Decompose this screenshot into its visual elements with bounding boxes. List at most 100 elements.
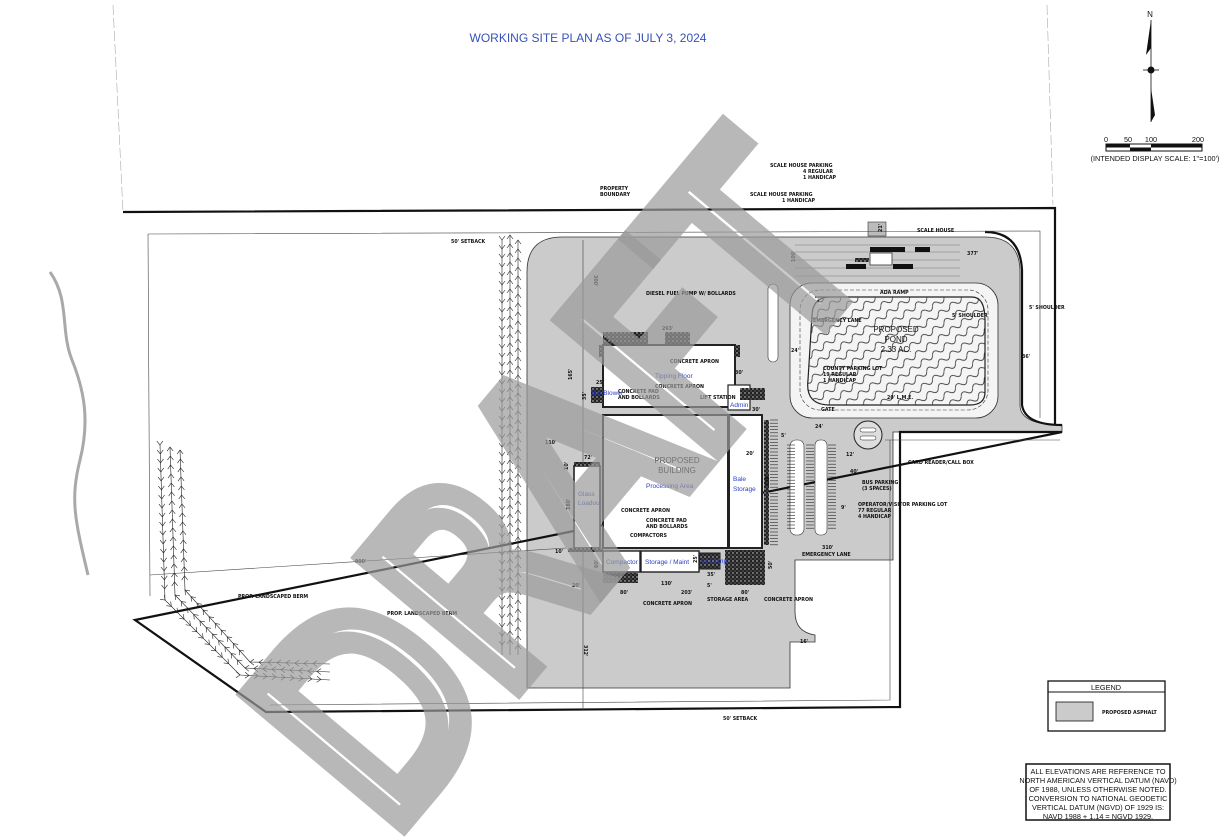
plan-label-d263: 263' xyxy=(662,326,673,332)
berm-chevron xyxy=(514,329,522,335)
plan-label-ada: ADA RAMP xyxy=(880,290,909,296)
berm-chevron xyxy=(498,478,506,484)
berm-chevron xyxy=(169,536,177,542)
berm-chevron xyxy=(156,440,164,446)
berm-chevron xyxy=(157,467,164,473)
scale-caption: (INTENDED DISPLAY SCALE: 1"=100') xyxy=(1091,154,1220,163)
dimension-990 xyxy=(149,547,567,576)
room-label-processing: Processing Area xyxy=(646,483,694,490)
berm-chevron xyxy=(506,639,514,645)
berm-chevron xyxy=(316,676,322,683)
berm-chevron xyxy=(514,563,522,569)
berm-chevron xyxy=(171,572,178,578)
berm-chevron xyxy=(185,620,191,626)
berm-chevron xyxy=(178,494,185,500)
room-label-glass-1: Glass xyxy=(578,491,595,498)
berm-chevron xyxy=(514,545,522,551)
card-reader-island xyxy=(853,420,883,450)
berm-chevron xyxy=(157,458,164,464)
berm-chevron xyxy=(506,549,514,555)
berm-chevron xyxy=(498,325,506,331)
plan-label-d12: 12' xyxy=(846,452,854,458)
card-reader-slot xyxy=(859,427,877,433)
berm-chevron xyxy=(168,500,176,506)
berm-chevron xyxy=(217,652,223,658)
berm-chevron xyxy=(158,503,166,509)
berm-chevron xyxy=(514,266,522,272)
plan-label-pond-3: 2.33 AC. xyxy=(881,345,912,354)
plan-label-d20a: 20' xyxy=(572,583,580,589)
plan-label-shp1-3: 1 HANDICAP xyxy=(803,175,837,181)
plan-label-d25: 25' xyxy=(596,380,604,386)
scale-tick: 50 xyxy=(1124,135,1132,144)
berm-chevron xyxy=(220,629,227,636)
berm-chevron xyxy=(179,530,187,536)
berm-chevron xyxy=(506,234,514,240)
berm-chevron xyxy=(506,315,514,321)
plan-label-d312: 312' xyxy=(582,645,588,656)
berm-chevron xyxy=(498,541,506,547)
proposed-pond xyxy=(807,296,986,406)
berm-chevron xyxy=(312,660,318,667)
berm-chevron xyxy=(506,342,514,348)
plan-label-lme: 20' L.M.E. xyxy=(887,395,913,401)
scale-house xyxy=(869,252,893,266)
berm-chevron xyxy=(506,621,514,627)
berm-chevron xyxy=(514,275,522,281)
berm-chevron xyxy=(196,602,203,609)
berm-chevron xyxy=(506,567,514,573)
berm-chevron xyxy=(498,433,506,439)
plan-label-pad2-1: CONCRETE PAD xyxy=(646,518,687,524)
plan-label-d10b: 10' xyxy=(555,549,563,555)
berm-chevron xyxy=(498,622,506,628)
berm-chevron xyxy=(514,437,522,443)
plan-label-d203: 203' xyxy=(681,590,692,596)
berm-chevron xyxy=(514,347,522,353)
plan-label-d30b: 30' xyxy=(752,407,760,413)
plan-label-diesel: DIESEL FUEL PUMP W/ BOLLARDS xyxy=(646,291,736,297)
plan-label-d20b: 20' xyxy=(746,451,754,457)
access-road-edge xyxy=(984,230,1063,427)
berm-chevron xyxy=(262,673,268,680)
plan-label-shp1-1: SCALE HOUSE PARKING xyxy=(770,163,833,169)
concrete-apron xyxy=(574,462,600,466)
berm-chevron xyxy=(514,374,522,380)
berm-chevron xyxy=(168,482,175,488)
plan-label-d24a: 24' xyxy=(791,348,799,354)
plan-label-building-1: PROPOSED xyxy=(654,456,700,465)
legend: LEGEND PROPOSED ASPHALT xyxy=(1047,680,1166,732)
plan-label-shoulder2: 5' SHOULDER xyxy=(1029,305,1065,311)
berm-chevron xyxy=(514,527,522,533)
berm-chevron xyxy=(208,616,215,622)
room-label-bale-2: Storage xyxy=(733,486,756,493)
plan-label-d35: 35' xyxy=(582,392,588,400)
plan-label-county-2: 19 REGULAR xyxy=(823,372,857,378)
berm-chevron xyxy=(514,608,522,614)
berm-chevron xyxy=(514,419,522,425)
berm-chevron xyxy=(276,659,282,667)
storage-maint-room xyxy=(640,550,700,573)
berm-chevron xyxy=(170,563,178,569)
berm-chevron xyxy=(167,473,175,479)
berm-chevron xyxy=(498,280,506,286)
plan-label-d110: 110' xyxy=(545,440,556,446)
plan-label-county-3: 1 HANDICAP xyxy=(823,378,857,384)
berm-chevron xyxy=(218,640,224,646)
berm-chevron xyxy=(224,646,230,652)
berm-chevron xyxy=(514,491,522,497)
berm-chevron xyxy=(514,464,522,470)
plan-label-d990: 990' xyxy=(355,559,366,565)
plan-label-d5: 5' xyxy=(707,583,712,589)
room-label-compactor: Compactor xyxy=(606,559,639,566)
room-label-tipping: Tipping Floor xyxy=(655,373,694,380)
berm-chevron xyxy=(506,603,514,609)
berm-chevron xyxy=(498,235,506,241)
legend-swatch-asphalt xyxy=(1055,701,1094,722)
berm-chevron xyxy=(514,428,522,434)
berm-chevron xyxy=(506,369,514,375)
berm-chevron xyxy=(514,383,522,389)
berm-chevron xyxy=(180,548,187,554)
plan-label-gate: GATE xyxy=(821,407,835,413)
berm-chevron xyxy=(498,523,506,529)
berm-line xyxy=(159,444,166,601)
